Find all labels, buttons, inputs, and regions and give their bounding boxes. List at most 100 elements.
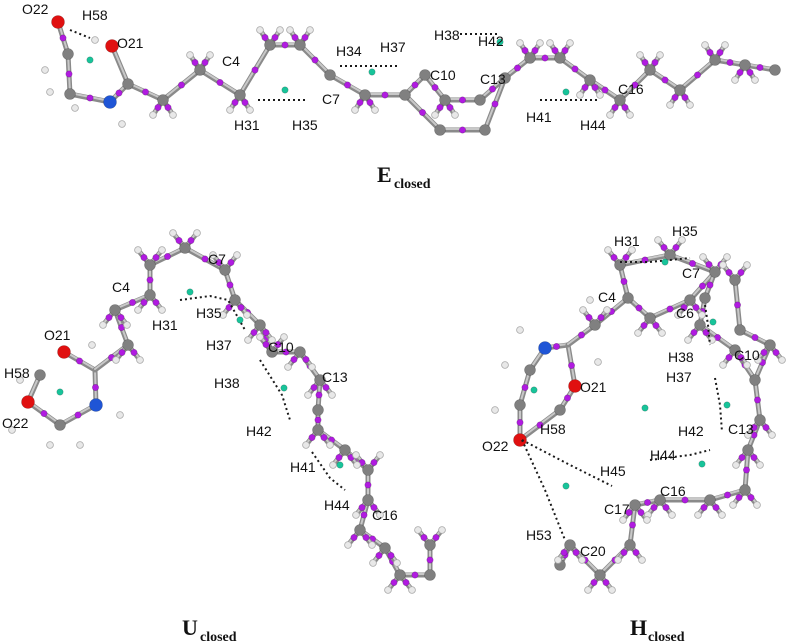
hydrogen-atom: [169, 111, 177, 119]
lone-pair-point: [620, 548, 628, 556]
hydrogen-bond: [704, 304, 711, 346]
carbon-atom: [234, 89, 246, 101]
carbon-atom: [312, 404, 324, 416]
hydrogen-atom: [408, 586, 416, 594]
lone-pair-point: [602, 578, 610, 586]
hydrogen-atom: [596, 91, 604, 99]
lone-pair-point: [651, 58, 659, 66]
lone-pair-point: [756, 64, 764, 72]
panel-label-h-closed: H closed: [630, 615, 685, 643]
hydrogen-atom: [158, 306, 166, 314]
carbon-atom: [399, 89, 411, 101]
lone-pair-point: [59, 34, 67, 42]
lone-pair-point: [577, 331, 585, 339]
lone-pair-point: [591, 84, 599, 92]
hydrogen-atom: [308, 363, 316, 371]
ring-critical-point: [281, 86, 289, 94]
hydrogen-atom: [268, 336, 276, 344]
lone-pair-point: [311, 56, 319, 64]
lone-pair-point: [610, 254, 618, 262]
hydrogen-atom: [674, 311, 682, 319]
lone-pair-point: [726, 58, 734, 66]
atom-label-o21: O21: [117, 35, 144, 51]
carbon-atom: [312, 424, 324, 436]
hydrogen-atom: [608, 586, 616, 594]
hydrogen-atom: [603, 306, 611, 314]
hydrogen-atom: [579, 306, 587, 314]
carbon-atom: [144, 259, 156, 271]
hydrogen-atom: [721, 41, 729, 49]
panel-label-u-closed: U closed: [182, 615, 237, 643]
lone-pair-point: [154, 104, 162, 112]
atom-label-h38: H38: [434, 27, 460, 43]
lone-pair-point: [705, 260, 713, 268]
lone-pair-point: [706, 48, 714, 56]
atom-label-h42: H42: [678, 423, 704, 439]
hydrogen-atom: [626, 111, 634, 119]
carbon-atom: [54, 419, 66, 431]
nitrogen-atom: [538, 341, 552, 355]
carbon-atom: [64, 88, 76, 100]
lone-pair-point: [216, 79, 224, 87]
carbon-atom: [109, 304, 121, 316]
lone-pair-point: [688, 259, 696, 267]
atom-label-h35: H35: [292, 117, 318, 133]
lone-pair-point: [536, 421, 544, 429]
lone-pair-point: [650, 503, 658, 511]
lone-pair-point: [314, 416, 322, 424]
atom-label-c10: C10: [734, 347, 760, 363]
lone-pair-point: [516, 418, 524, 426]
hydrogen-atom: [414, 526, 422, 534]
lone-pair-point: [531, 46, 539, 54]
hydrogen-atom: [753, 501, 761, 509]
atom-label-h31: H31: [152, 317, 178, 333]
lone-pair-point: [640, 321, 648, 329]
hydrogen-atom: [76, 441, 84, 449]
carbon-atom: [179, 242, 191, 254]
atom-label-h35: H35: [196, 305, 222, 321]
carbon-atom: [394, 569, 406, 581]
ring-critical-point: [336, 461, 344, 469]
lone-pair-point: [760, 348, 768, 356]
hydrogen-atom: [554, 556, 562, 564]
lone-pair-point: [563, 394, 571, 402]
lone-pair-point: [390, 578, 398, 586]
hydrogen-atom: [186, 51, 194, 59]
carbon-atom: [359, 89, 371, 101]
hydrogen-atom: [634, 329, 642, 337]
hydrogen-atom: [636, 51, 644, 59]
atom-label-h42: H42: [478, 33, 504, 49]
lone-pair-point: [521, 46, 529, 54]
lone-pair-point: [308, 433, 316, 441]
lone-pair-point: [315, 391, 323, 399]
carbon-atom: [614, 94, 626, 106]
carbon-atom: [674, 84, 686, 96]
carbon-atom: [219, 264, 231, 276]
lone-pair-point: [488, 85, 496, 93]
carbon-atom: [554, 404, 566, 416]
carbon-atom: [499, 72, 511, 84]
lone-pair-point: [698, 282, 706, 290]
hydrogen-atom: [536, 39, 544, 47]
carbon-atom: [739, 59, 751, 71]
hydrogen-bond: [259, 359, 291, 421]
lone-pair-point: [129, 298, 137, 306]
lone-pair-point: [301, 33, 309, 41]
carbon-atom: [379, 542, 391, 554]
hydrogen-atom: [654, 236, 662, 244]
lone-pair-point: [118, 348, 126, 356]
lone-pair-point: [350, 533, 358, 541]
oxygen-atom: [568, 379, 582, 393]
lone-pair-point: [227, 258, 235, 266]
lone-pair-point: [65, 70, 73, 78]
lone-pair-point: [706, 281, 714, 289]
carbon-atom: [194, 64, 206, 76]
carbon-atom: [554, 52, 566, 64]
atom-label-h31: H31: [234, 117, 260, 133]
lone-pair-point: [191, 58, 199, 66]
ring-critical-point: [661, 258, 669, 266]
hydrogen-atom: [699, 253, 707, 261]
lone-pair-point: [560, 548, 568, 556]
oxygen-atom: [513, 433, 527, 447]
lone-pair-point: [381, 91, 389, 99]
